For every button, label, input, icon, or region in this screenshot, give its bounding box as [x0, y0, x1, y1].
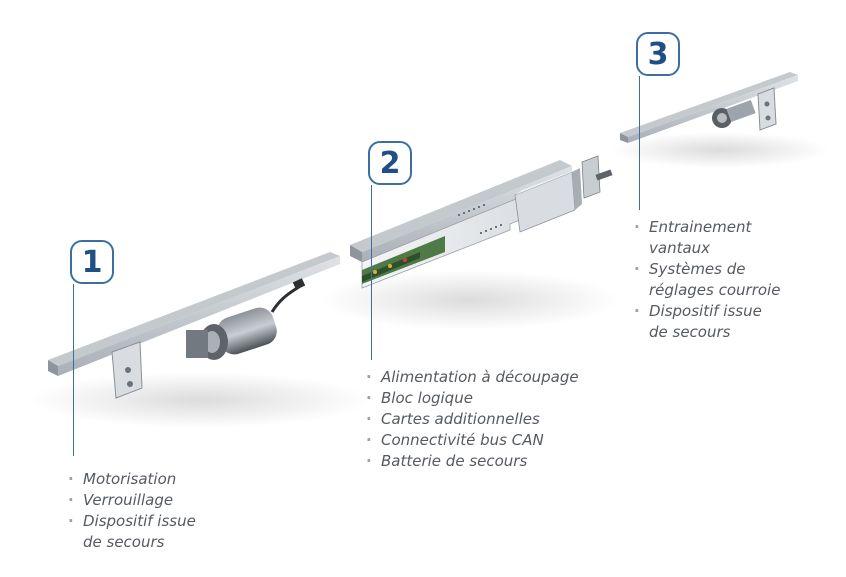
module-3-feature-list: Entrainement vantaux Systèmes de réglage…	[634, 217, 780, 343]
module-3-feature: Systèmes de	[634, 259, 780, 280]
module-3-feature-continued: de secours	[649, 323, 731, 341]
module-2-feature: Alimentation à découpage	[366, 367, 579, 388]
module-2-feature: Connectivité bus CAN	[366, 430, 579, 451]
module-3-drawing	[620, 72, 798, 143]
module-3-number: 3	[647, 36, 669, 72]
module-2-feature-list: Alimentation à découpage Bloc logique Ca…	[366, 367, 579, 472]
module-3-feature-continued: vantaux	[649, 239, 711, 257]
module-1-feature-list: Motorisation Verrouillage Dispositif iss…	[68, 469, 196, 553]
module-2-number: 2	[379, 145, 401, 181]
module-1-leader-line	[73, 284, 74, 456]
module-2-leader-line	[371, 185, 372, 360]
module-1-drawing	[48, 252, 340, 399]
module-3-feature: Dispositif issue	[634, 301, 780, 322]
module-1-feature: Motorisation	[68, 469, 196, 490]
module-1-number: 1	[81, 244, 103, 280]
module-3-badge: 3	[636, 32, 680, 76]
module-3-feature: Entrainement	[634, 217, 780, 238]
module-1-feature: Verrouillage	[68, 490, 196, 511]
module-1-feature: Dispositif issue	[68, 511, 196, 532]
module-2-feature: Batterie de secours	[366, 451, 579, 472]
module-1-badge: 1	[70, 240, 114, 284]
module-2-feature: Bloc logique	[366, 388, 579, 409]
module-3-feature-continued: réglages courroie	[649, 281, 781, 299]
module-1-feature-continued: de secours	[83, 533, 165, 551]
module-2-drawing	[350, 155, 613, 289]
module-2-badge: 2	[368, 141, 412, 185]
module-2-feature: Cartes additionnelles	[366, 409, 579, 430]
module-3-leader-line	[639, 76, 640, 210]
